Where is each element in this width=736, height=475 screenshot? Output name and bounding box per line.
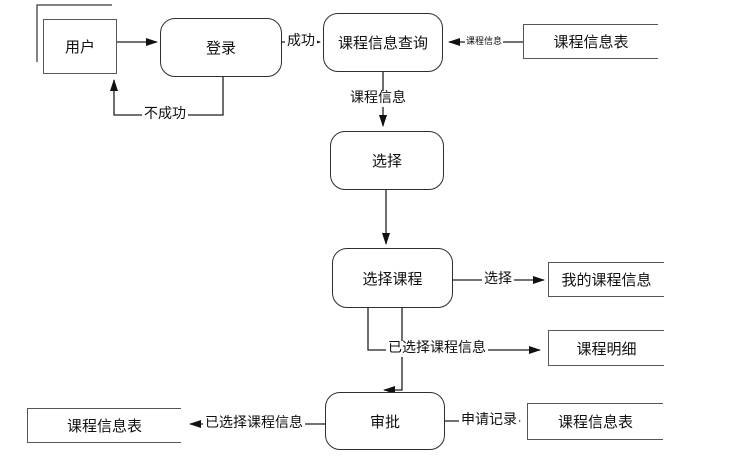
edge-label-apply-record: 申请记录 [459,412,519,430]
data-store-course-info-table-right: 课程信息表 [527,403,663,440]
process-course-info-query-label: 课程信息查询 [337,36,428,52]
data-store-course-info-table-top-label: 课程信息表 [553,35,629,51]
data-store-my-course-info-label: 我的课程信息 [561,273,652,289]
data-store-my-course-info: 我的课程信息 [548,262,664,297]
edge-label-course-info-from-table: 课程信息 [464,35,504,47]
data-store-course-info-table-left-label: 课程信息表 [66,419,142,435]
edge-label-course-info-down: 课程信息 [348,90,408,108]
external-entity-user-label: 用户 [64,40,95,56]
process-select-course-label: 选择课程 [362,271,423,288]
process-select-course: 选择课程 [332,248,453,308]
edge-label-success: 成功 [285,33,317,51]
process-select: 选择 [330,131,444,190]
process-login: 登录 [160,18,282,77]
user-entity-shadow-outline [36,4,112,62]
data-store-course-detail-label: 课程明细 [576,341,637,358]
process-course-info-query: 课程信息查询 [323,13,443,72]
process-approve: 审批 [325,392,445,450]
arrow-select-course-to-approve [383,308,403,394]
edge-label-selected-course-info-to-detail: 已选择课程信息 [386,340,488,358]
process-approve-label: 审批 [369,414,400,431]
edge-label-select: 选择 [482,271,514,289]
edge-label-fail: 不成功 [142,106,188,124]
data-store-course-info-table-right-label: 课程信息表 [557,415,633,431]
process-login-label: 登录 [205,41,236,57]
data-store-course-info-table-top: 课程信息表 [523,24,658,59]
process-select-label: 选择 [371,154,402,170]
data-store-course-detail: 课程明细 [548,330,664,366]
external-entity-user: 用户 [43,19,117,74]
data-store-course-info-table-left: 课程信息表 [27,408,181,443]
edge-label-selected-course-info-to-table: 已选择课程信息 [203,415,305,433]
